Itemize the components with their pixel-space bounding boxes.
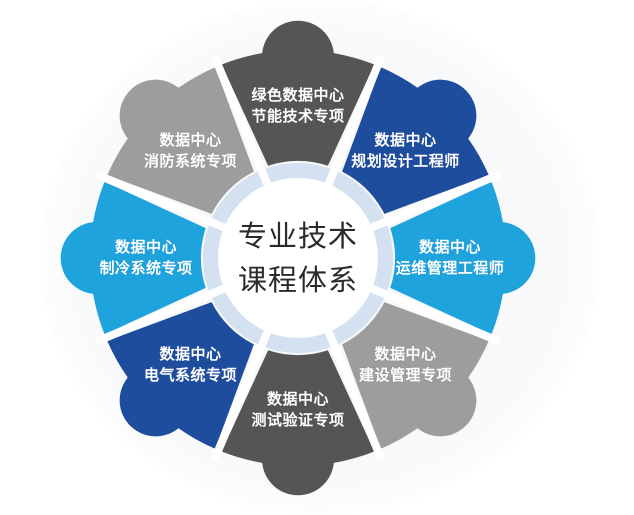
center-circle xyxy=(218,178,378,338)
segment-top-right xyxy=(342,67,489,214)
segment-title: 数据中心 xyxy=(114,238,178,256)
segment-subtitle: 消防系统专项 xyxy=(144,151,238,170)
segment-divider xyxy=(324,328,386,461)
segment-divider xyxy=(210,328,272,461)
segment-bottom xyxy=(221,350,375,496)
segment-subtitle: 建设管理专项 xyxy=(358,366,452,385)
segment-label-fire-protection: 数据中心 消防系统专项 xyxy=(144,130,237,172)
center-title-line2: 课程体系 xyxy=(237,263,359,297)
segment-title: 绿色数据中心 xyxy=(251,86,345,104)
segment-title: 数据中心 xyxy=(374,345,437,364)
segment-left xyxy=(60,181,206,335)
segment-divider xyxy=(210,55,272,188)
segment-label-electrical-system: 数据中心 电气系统专项 xyxy=(144,344,237,386)
segment-title: 数据中心 xyxy=(374,130,437,149)
segment-title: 数据中心 xyxy=(418,238,482,256)
segment-divider xyxy=(324,55,386,188)
segment-top xyxy=(221,20,375,166)
segment-bottom-right xyxy=(342,302,489,449)
segment-title: 数据中心 xyxy=(159,130,222,149)
segment-label-operations-engineer: 数据中心 运维管理工程师 xyxy=(396,237,505,279)
segment-label-cooling-system: 数据中心 制冷系统专项 xyxy=(99,237,192,279)
segment-subtitle: 运维管理工程师 xyxy=(395,259,505,277)
segment-label-construction-management: 数据中心 建设管理专项 xyxy=(359,344,452,386)
segment-top-left xyxy=(107,67,254,214)
segment-subtitle: 电气系统专项 xyxy=(144,366,238,385)
center-title-line1: 专业技术 xyxy=(237,219,359,253)
segment-subtitle: 规划设计工程师 xyxy=(351,151,460,170)
segment-divider xyxy=(368,170,501,232)
segment-label-testing-validation: 数据中心 测试验证专项 xyxy=(251,389,344,431)
segment-title: 数据中心 xyxy=(159,345,222,364)
center-title: 专业技术 课程体系 xyxy=(238,214,358,302)
segment-label-green-dc-energy-saving: 绿色数据中心 节能技术专项 xyxy=(251,85,344,127)
segment-bottom-left xyxy=(107,302,254,449)
segment-right xyxy=(390,181,536,335)
segment-subtitle: 制冷系统专项 xyxy=(99,259,193,277)
segment-subtitle: 节能技术专项 xyxy=(251,107,345,125)
segment-divider xyxy=(95,170,228,232)
segment-subtitle: 测试验证专项 xyxy=(251,411,345,429)
segment-divider xyxy=(368,284,501,346)
segment-title: 数据中心 xyxy=(266,390,330,408)
segment-divider xyxy=(95,284,228,346)
segment-label-planning-design-engineer: 数据中心 规划设计工程师 xyxy=(351,130,460,172)
